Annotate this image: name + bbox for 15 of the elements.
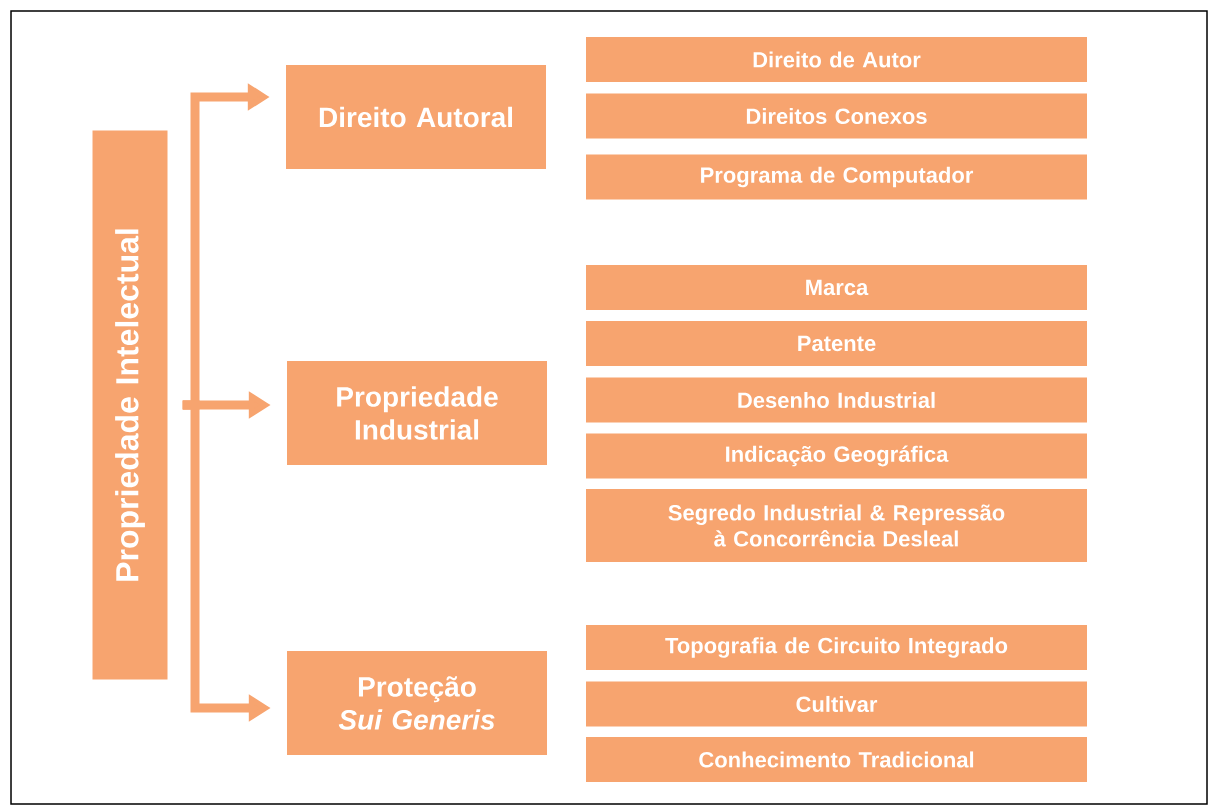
category-box: Direito Autoral xyxy=(286,65,546,169)
item-box: Topografia de Circuito Integrado xyxy=(586,625,1087,670)
item-box: Cultivar xyxy=(586,681,1087,727)
title-bar: Propriedade Intelectual xyxy=(92,130,168,680)
item-box: Conhecimento Tradicional xyxy=(586,737,1087,782)
category-box: Propriedade Industrial xyxy=(287,361,547,465)
item-box: Direito de Autor xyxy=(586,37,1087,82)
item-box: Marca xyxy=(586,265,1087,310)
item-box: Desenho Industrial xyxy=(586,377,1087,423)
item-box: Patente xyxy=(586,321,1087,366)
item-box: Programa de Computador xyxy=(586,154,1087,200)
category-box: Proteção Sui Generis xyxy=(287,651,547,755)
item-box: Direitos Conexos xyxy=(586,93,1087,139)
item-box: Segredo Industrial & Repressão à Concorrência Desleal xyxy=(586,489,1087,562)
item-box: Indicação Geográfica xyxy=(586,433,1087,479)
